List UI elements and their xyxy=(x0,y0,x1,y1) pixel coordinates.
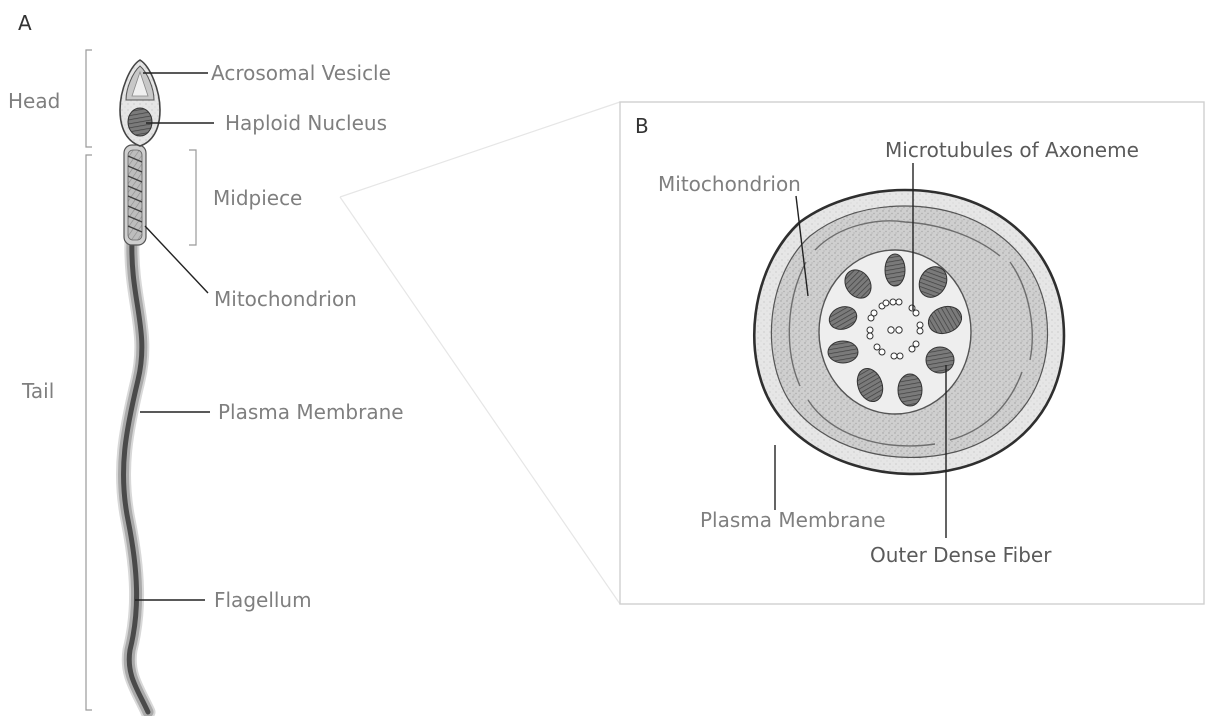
plasma-membrane-label-b: Plasma Membrane xyxy=(700,508,886,532)
panel-b-letter: B xyxy=(635,114,649,138)
haploid-nucleus-shape xyxy=(128,108,152,136)
tail-region-label: Tail xyxy=(21,379,54,403)
plasma-membrane-label-a: Plasma Membrane xyxy=(218,400,404,424)
microtubules-label: Microtubules of Axoneme xyxy=(885,138,1139,162)
panel-a: A Head Tail Midpiece xyxy=(8,11,404,712)
sperm-cell xyxy=(120,60,160,712)
tail-bracket xyxy=(86,155,92,710)
outer-dense-fiber-label: Outer Dense Fiber xyxy=(870,543,1052,567)
head-bracket xyxy=(86,50,92,147)
flagellum-label: Flagellum xyxy=(214,588,312,612)
mitochondrion-label-b: Mitochondrion xyxy=(658,172,801,196)
panel-b: B xyxy=(620,102,1204,604)
midpiece-bracket xyxy=(189,150,196,245)
midpiece-label: Midpiece xyxy=(213,186,302,210)
zoom-guides xyxy=(340,102,620,604)
haploid-nucleus-label: Haploid Nucleus xyxy=(225,111,387,135)
panel-a-letter: A xyxy=(18,11,32,35)
head-region-label: Head xyxy=(8,89,60,113)
mitochondrion-leader-a xyxy=(145,226,208,293)
acrosomal-vesicle-label: Acrosomal Vesicle xyxy=(211,61,391,85)
mitochondrion-label-a: Mitochondrion xyxy=(214,287,357,311)
